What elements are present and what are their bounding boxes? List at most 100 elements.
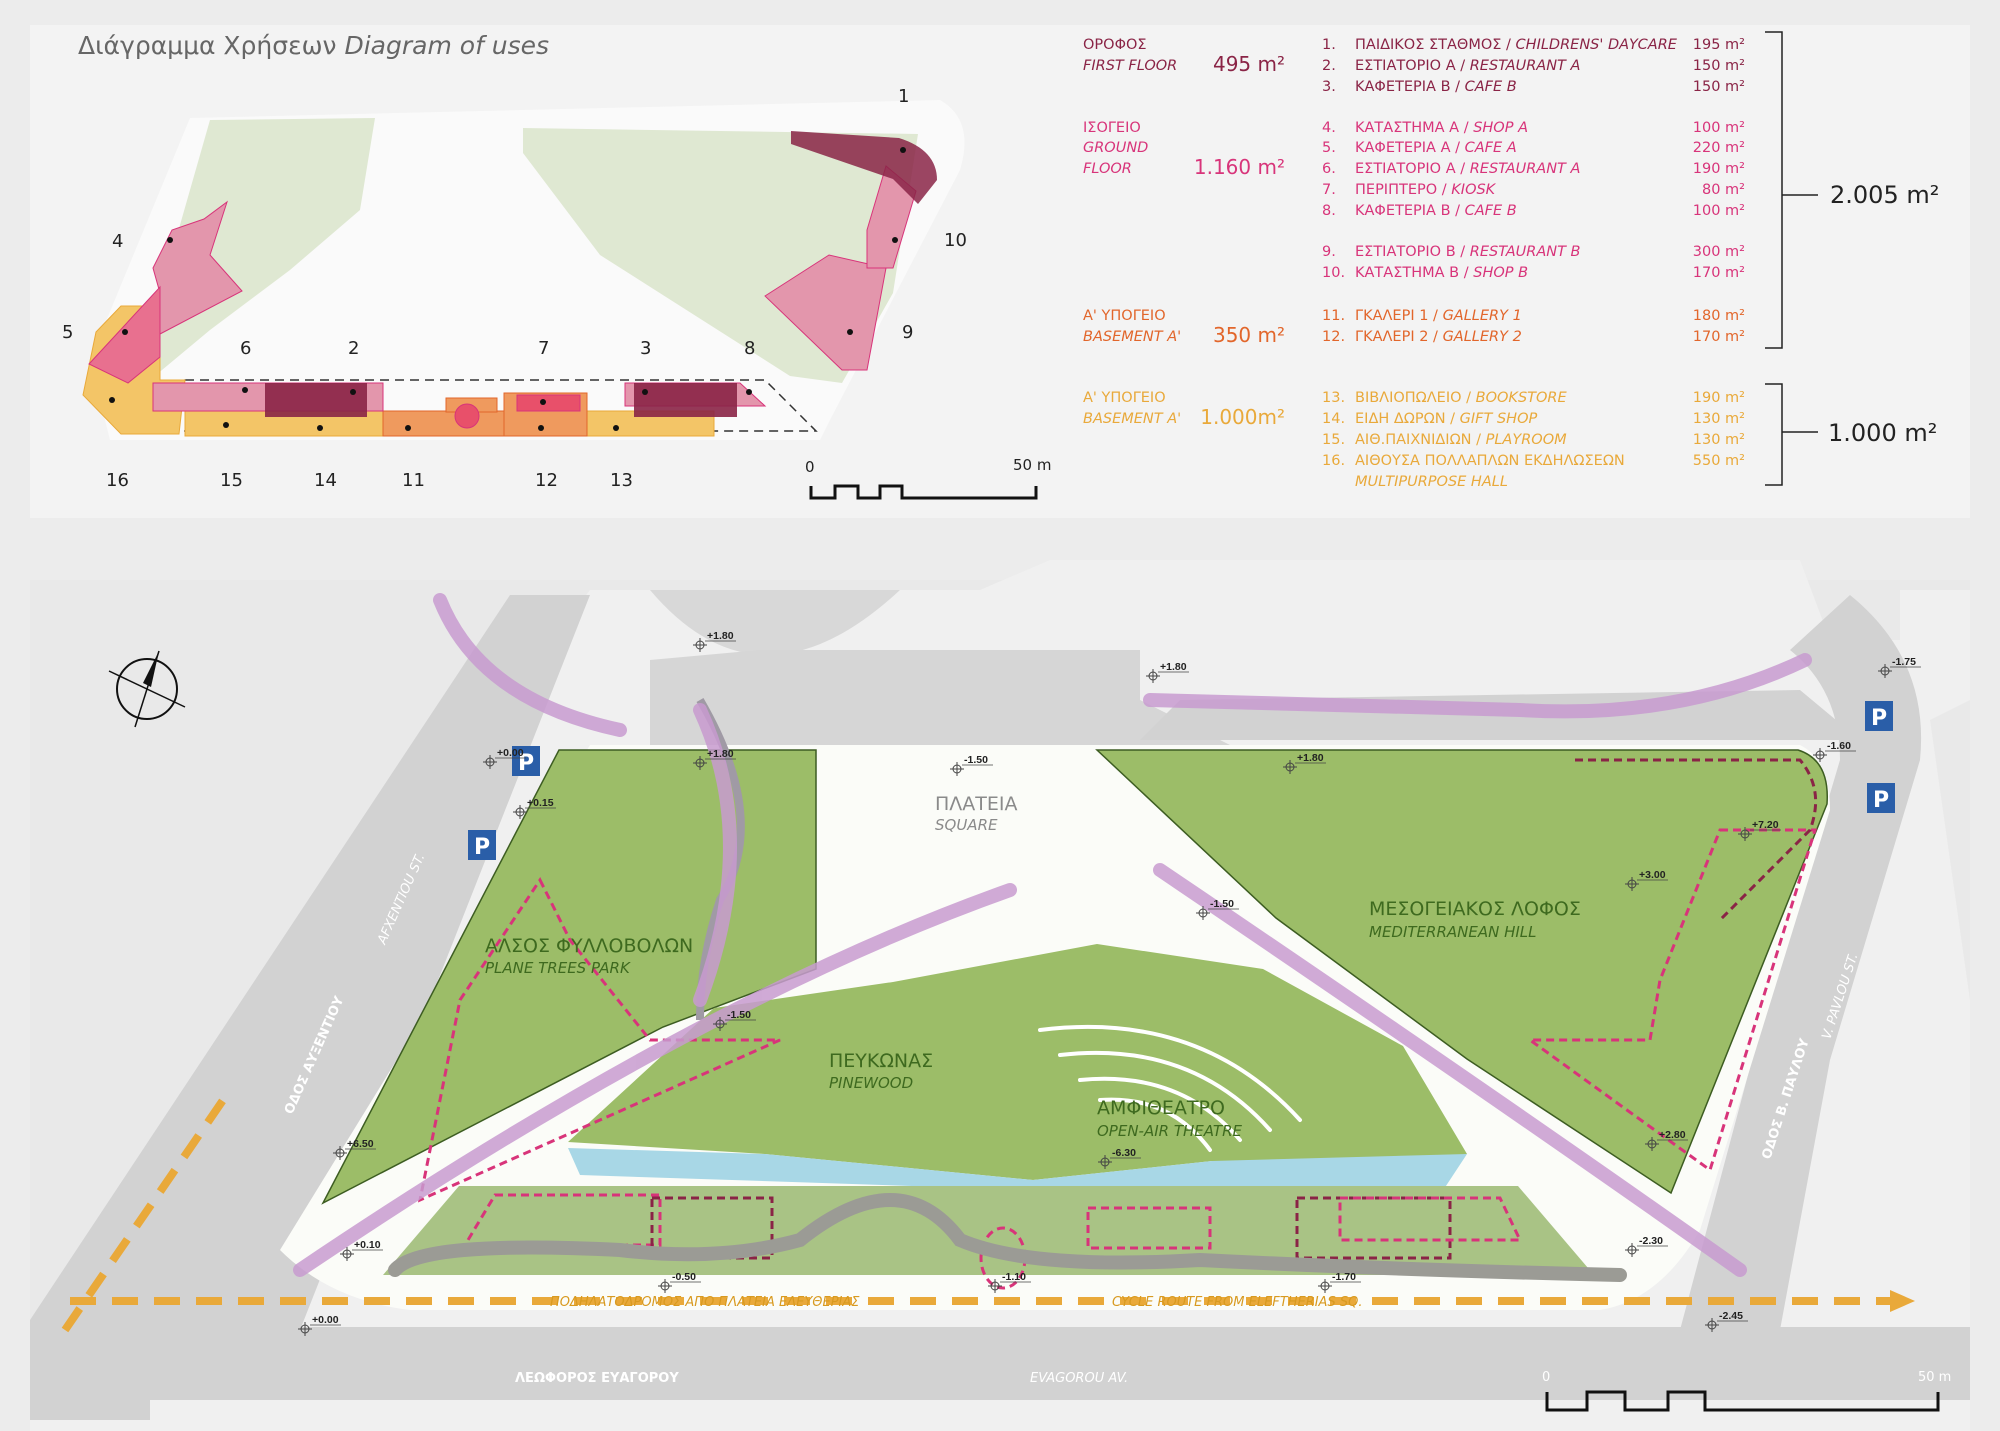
legend-item-number: 2. (1322, 58, 1336, 74)
walking-path (388, 1193, 1627, 1282)
diagram-number-text: 10 (944, 230, 967, 251)
legend-item-english: CAFE A (1465, 140, 1517, 156)
elevation-marker: -1.50 (950, 754, 993, 776)
legend-item-area: 130 m² (1693, 432, 1745, 448)
legend-item-greek: ΚΑΦΕΤΕΡΙΑ Β (1355, 203, 1451, 219)
legend-item-area: 80 m² (1702, 182, 1745, 198)
pedestrian-routes (293, 593, 1812, 1277)
legend-item-label: ΠΕΡΙΠΤΕΡΟ / KIOSK (1355, 182, 1497, 198)
use-5-cafe (88, 285, 161, 384)
legend-group-area: 350 m² (1213, 323, 1285, 347)
elevation-marker: +1.80 (693, 748, 736, 770)
legend-item-area: 220 m² (1693, 140, 1745, 156)
diagram-number-text: 5 (62, 322, 73, 343)
legend-item-number: 12. (1322, 329, 1345, 345)
total-upper: 2.005 m² (1830, 181, 1939, 209)
legend-item-number: 3. (1322, 79, 1336, 95)
cycle-route-diagonal (61, 1087, 234, 1333)
elevation-marker: -1.50 (713, 1009, 756, 1031)
context-building-round (650, 590, 900, 655)
diagram-number-text: 11 (402, 470, 425, 491)
legend-item: 2. ΕΣΤΙΑΤΟΡΙΟ Α / RESTAURANT A 150 m² (1322, 58, 1745, 74)
street-evagorou-english: EVAGOROU AV. (1030, 1371, 1128, 1386)
legend-item-label: ΕΣΤΙΑΤΟΡΙΟ Α / RESTAURANT A (1355, 58, 1580, 74)
legend-item-number: 13. (1322, 390, 1345, 406)
green-area-left (150, 118, 375, 380)
legend-item-label: ΚΑΦΕΤΕΡΙΑ Β / CAFE B (1355, 79, 1517, 95)
svg-text:Διάγραμμα Χρήσεων Diagram of u: Διάγραμμα Χρήσεων Diagram of uses (78, 31, 549, 60)
legend-item-label: ΑΙΘΟΥΣΑ ΠΟΛΛΑΠΛΩΝ ΕΚΔΗΛΩΣΕΩΝ (1355, 453, 1625, 469)
elevation-marker: +0.15 (513, 797, 556, 819)
legend-item-english: RESTAURANT A (1470, 58, 1581, 74)
legend-item-greek: ΓΚΑΛΕΡΙ 2 (1355, 329, 1428, 345)
legend-item-label: ΕΣΤΙΑΤΟΡΙΟ Α / RESTAURANT A (1355, 161, 1580, 177)
legend-item-greek: ΠΑΙΔΙΚΟΣ ΣΤΑΘΜΟΣ (1355, 37, 1501, 53)
legend-group-area: 1.000m² (1200, 405, 1285, 429)
diagram-number-1: 1 (898, 86, 909, 153)
legend-group-english: BASEMENT A' (1083, 329, 1181, 345)
elevation-value: +3.00 (1639, 869, 1666, 881)
legend-item-english: GIFT SHOP (1460, 411, 1538, 427)
legend-item-area: 550 m² (1693, 453, 1745, 469)
zone-theatre-greek: ΑΜΦΙΘΕΑΤΡΟ (1097, 1097, 1225, 1119)
legend-item-english: RESTAURANT B (1470, 244, 1581, 260)
zone-square-english: SQUARE (935, 816, 998, 834)
cycle-route-arrow-icon (1890, 1290, 1915, 1312)
total-lower: 1.000 m² (1828, 419, 1937, 447)
legend-item-label: ΕΣΤΙΑΤΟΡΙΟ Β / RESTAURANT B (1355, 244, 1581, 260)
diagram-number-9: 9 (847, 322, 913, 343)
use-10-shop (866, 165, 917, 269)
legend-item-area: 170 m² (1693, 329, 1745, 345)
diagram-number-text: 6 (240, 338, 251, 359)
diagram-title: Διάγραμμα Χρήσεων Diagram of uses (78, 31, 549, 60)
parking-label: P (474, 835, 490, 860)
elevation-marker: +1.80 (1283, 752, 1326, 774)
legend-item-number: 11. (1322, 308, 1345, 324)
plane-trees-park-area (321, 749, 817, 1205)
legend-group-english: FIRST FLOOR (1083, 58, 1177, 74)
legend-item-greek: ΕΣΤΙΑΤΟΡΙΟ Β (1355, 244, 1456, 260)
legend-item-number: 14. (1322, 411, 1345, 427)
legend-item-label: ΠΑΙΔΙΚΟΣ ΣΤΑΘΜΟΣ / CHILDRENS' DAYCARE (1355, 37, 1678, 53)
diagram-number-10: 10 (892, 230, 967, 251)
diagram-number-text: 8 (744, 338, 755, 359)
legend-item-greek: ΠΕΡΙΠΤΕΡΟ (1355, 182, 1437, 198)
use-2-restaurant (265, 383, 367, 417)
legend-item-area: 150 m² (1693, 58, 1745, 74)
legend-item-english: SHOP B (1473, 265, 1528, 281)
elevation-value: -0.50 (672, 1271, 696, 1283)
elevation-value: +1.80 (1297, 752, 1324, 764)
use-9-restaurant (764, 254, 887, 371)
elevation-marker: -1.70 (1318, 1271, 1361, 1293)
elevation-value: +0.15 (527, 797, 554, 809)
legend-item-area: 190 m² (1693, 161, 1745, 177)
zone-theatre-english: OPEN-AIR THEATRE (1097, 1122, 1243, 1140)
elevation-value: +1.80 (707, 748, 734, 760)
legend-item-greek: ΚΑΦΕΤΕΡΙΑ Α (1355, 140, 1451, 156)
elevation-value: -1.70 (1332, 1271, 1356, 1283)
elevation-value: +1.80 (707, 630, 734, 642)
legend-group-area: 1.160 m² (1194, 155, 1285, 179)
parking-icon: P (512, 746, 540, 776)
legend-group-english: GROUND (1083, 140, 1148, 156)
elevation-marker: +2.80 (1645, 1129, 1688, 1151)
legend-item-label: ΚΑΤΑΣΤΗΜΑ Α / SHOP A (1355, 120, 1528, 136)
elevation-marker: -2.45 (1705, 1310, 1748, 1332)
use-11-gallery (382, 410, 505, 437)
legend-item-english: SHOP A (1473, 120, 1528, 136)
elevation-marker: +0.10 (340, 1239, 383, 1261)
diagram-number-text: 16 (106, 470, 129, 491)
legend-item-greek: ΒΙΒΛΙΟΠΩΛΕΙΟ (1355, 390, 1462, 406)
diagram-number-text: 7 (538, 338, 549, 359)
diagram-number-text: 13 (610, 470, 633, 491)
